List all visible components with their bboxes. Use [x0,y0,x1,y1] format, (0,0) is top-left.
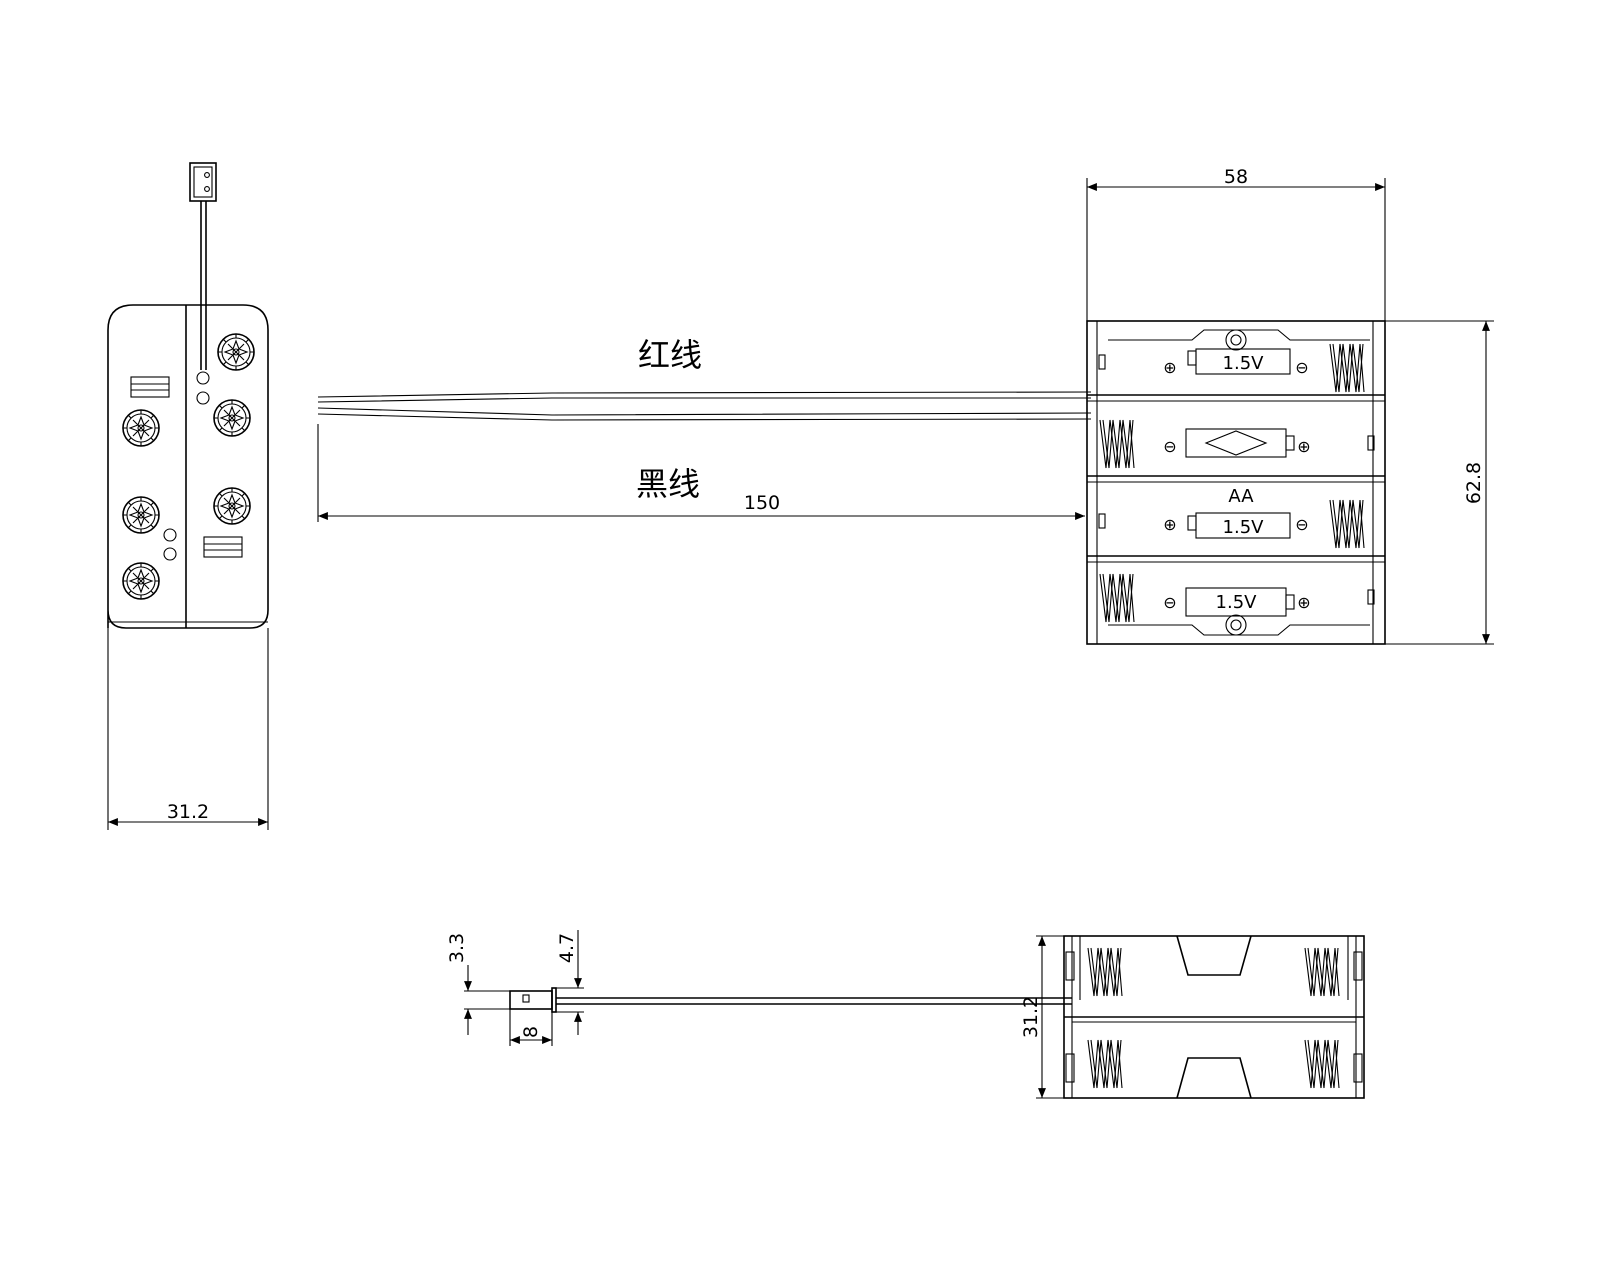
spring-icon [1304,1039,1340,1089]
contact-icon [213,399,251,437]
side-view: 3.3 4.7 8 31.2 [446,930,1365,1099]
dim-connector-len: 8 [520,1026,542,1038]
cell-3: AA ⊕ 1.5V ⊖ [1098,486,1365,549]
dim-top-width: 58 [1224,166,1248,188]
dim-top-height: 62.8 [1463,462,1485,504]
cell-3-voltage: 1.5V [1223,517,1265,538]
spring-icon [1099,573,1135,623]
spring-icon [1329,499,1365,549]
cell-1-voltage: 1.5V [1223,353,1265,374]
dim-connector-h2: 4.7 [556,933,578,963]
cell-label-box [1195,348,1291,375]
red-wire-label: 红线 [638,336,702,374]
slot-marker-top [130,376,170,398]
plus-icon: ⊕ [1163,515,1176,534]
cell-4: ⊖ 1.5V ⊕ [1099,573,1375,623]
wires: 红线 黑线 150 [317,336,1092,522]
cell-1: ⊕ 1.5V ⊖ [1098,343,1365,393]
slot-marker-bottom [203,536,243,558]
front-view: 31.2 [107,162,269,830]
connector-plug [189,162,217,202]
minus-icon: ⊖ [1163,593,1176,612]
contact-icon [122,409,160,447]
spring-icon [1087,1039,1123,1089]
cell-4-voltage: 1.5V [1216,592,1258,613]
dim-front-width: 31.2 [167,801,209,823]
black-wire-label: 黑线 [636,465,700,503]
plus-icon: ⊕ [1163,358,1176,377]
dim-wire-length: 150 [744,492,780,514]
cell-2: ⊖ ⊕ [1099,419,1375,469]
minus-icon: ⊖ [1295,358,1308,377]
spring-icon [1304,947,1340,997]
side-connector [509,990,553,1010]
plus-icon: ⊕ [1297,437,1310,456]
holder-front-body [107,304,269,629]
spring-icon [1329,343,1365,393]
cell-3-type: AA [1228,486,1254,507]
cell-label-box [1185,428,1287,458]
spring-icon [1087,947,1123,997]
contact-icon [213,487,251,525]
dim-side-height: 31.2 [1020,996,1042,1038]
dim-connector-h1: 3.3 [446,933,468,963]
spring-icon [1099,419,1135,469]
top-view: ⊕ 1.5V ⊖ ⊖ ⊕ AA ⊕ 1.5V ⊖ [1086,166,1494,645]
minus-icon: ⊖ [1163,437,1176,456]
contact-icon [122,496,160,534]
contact-icon [217,333,255,371]
contact-icon [122,562,160,600]
cell-label-box [1195,512,1291,539]
plus-icon: ⊕ [1297,593,1310,612]
diamond-icon [1204,430,1268,456]
minus-icon: ⊖ [1295,515,1308,534]
